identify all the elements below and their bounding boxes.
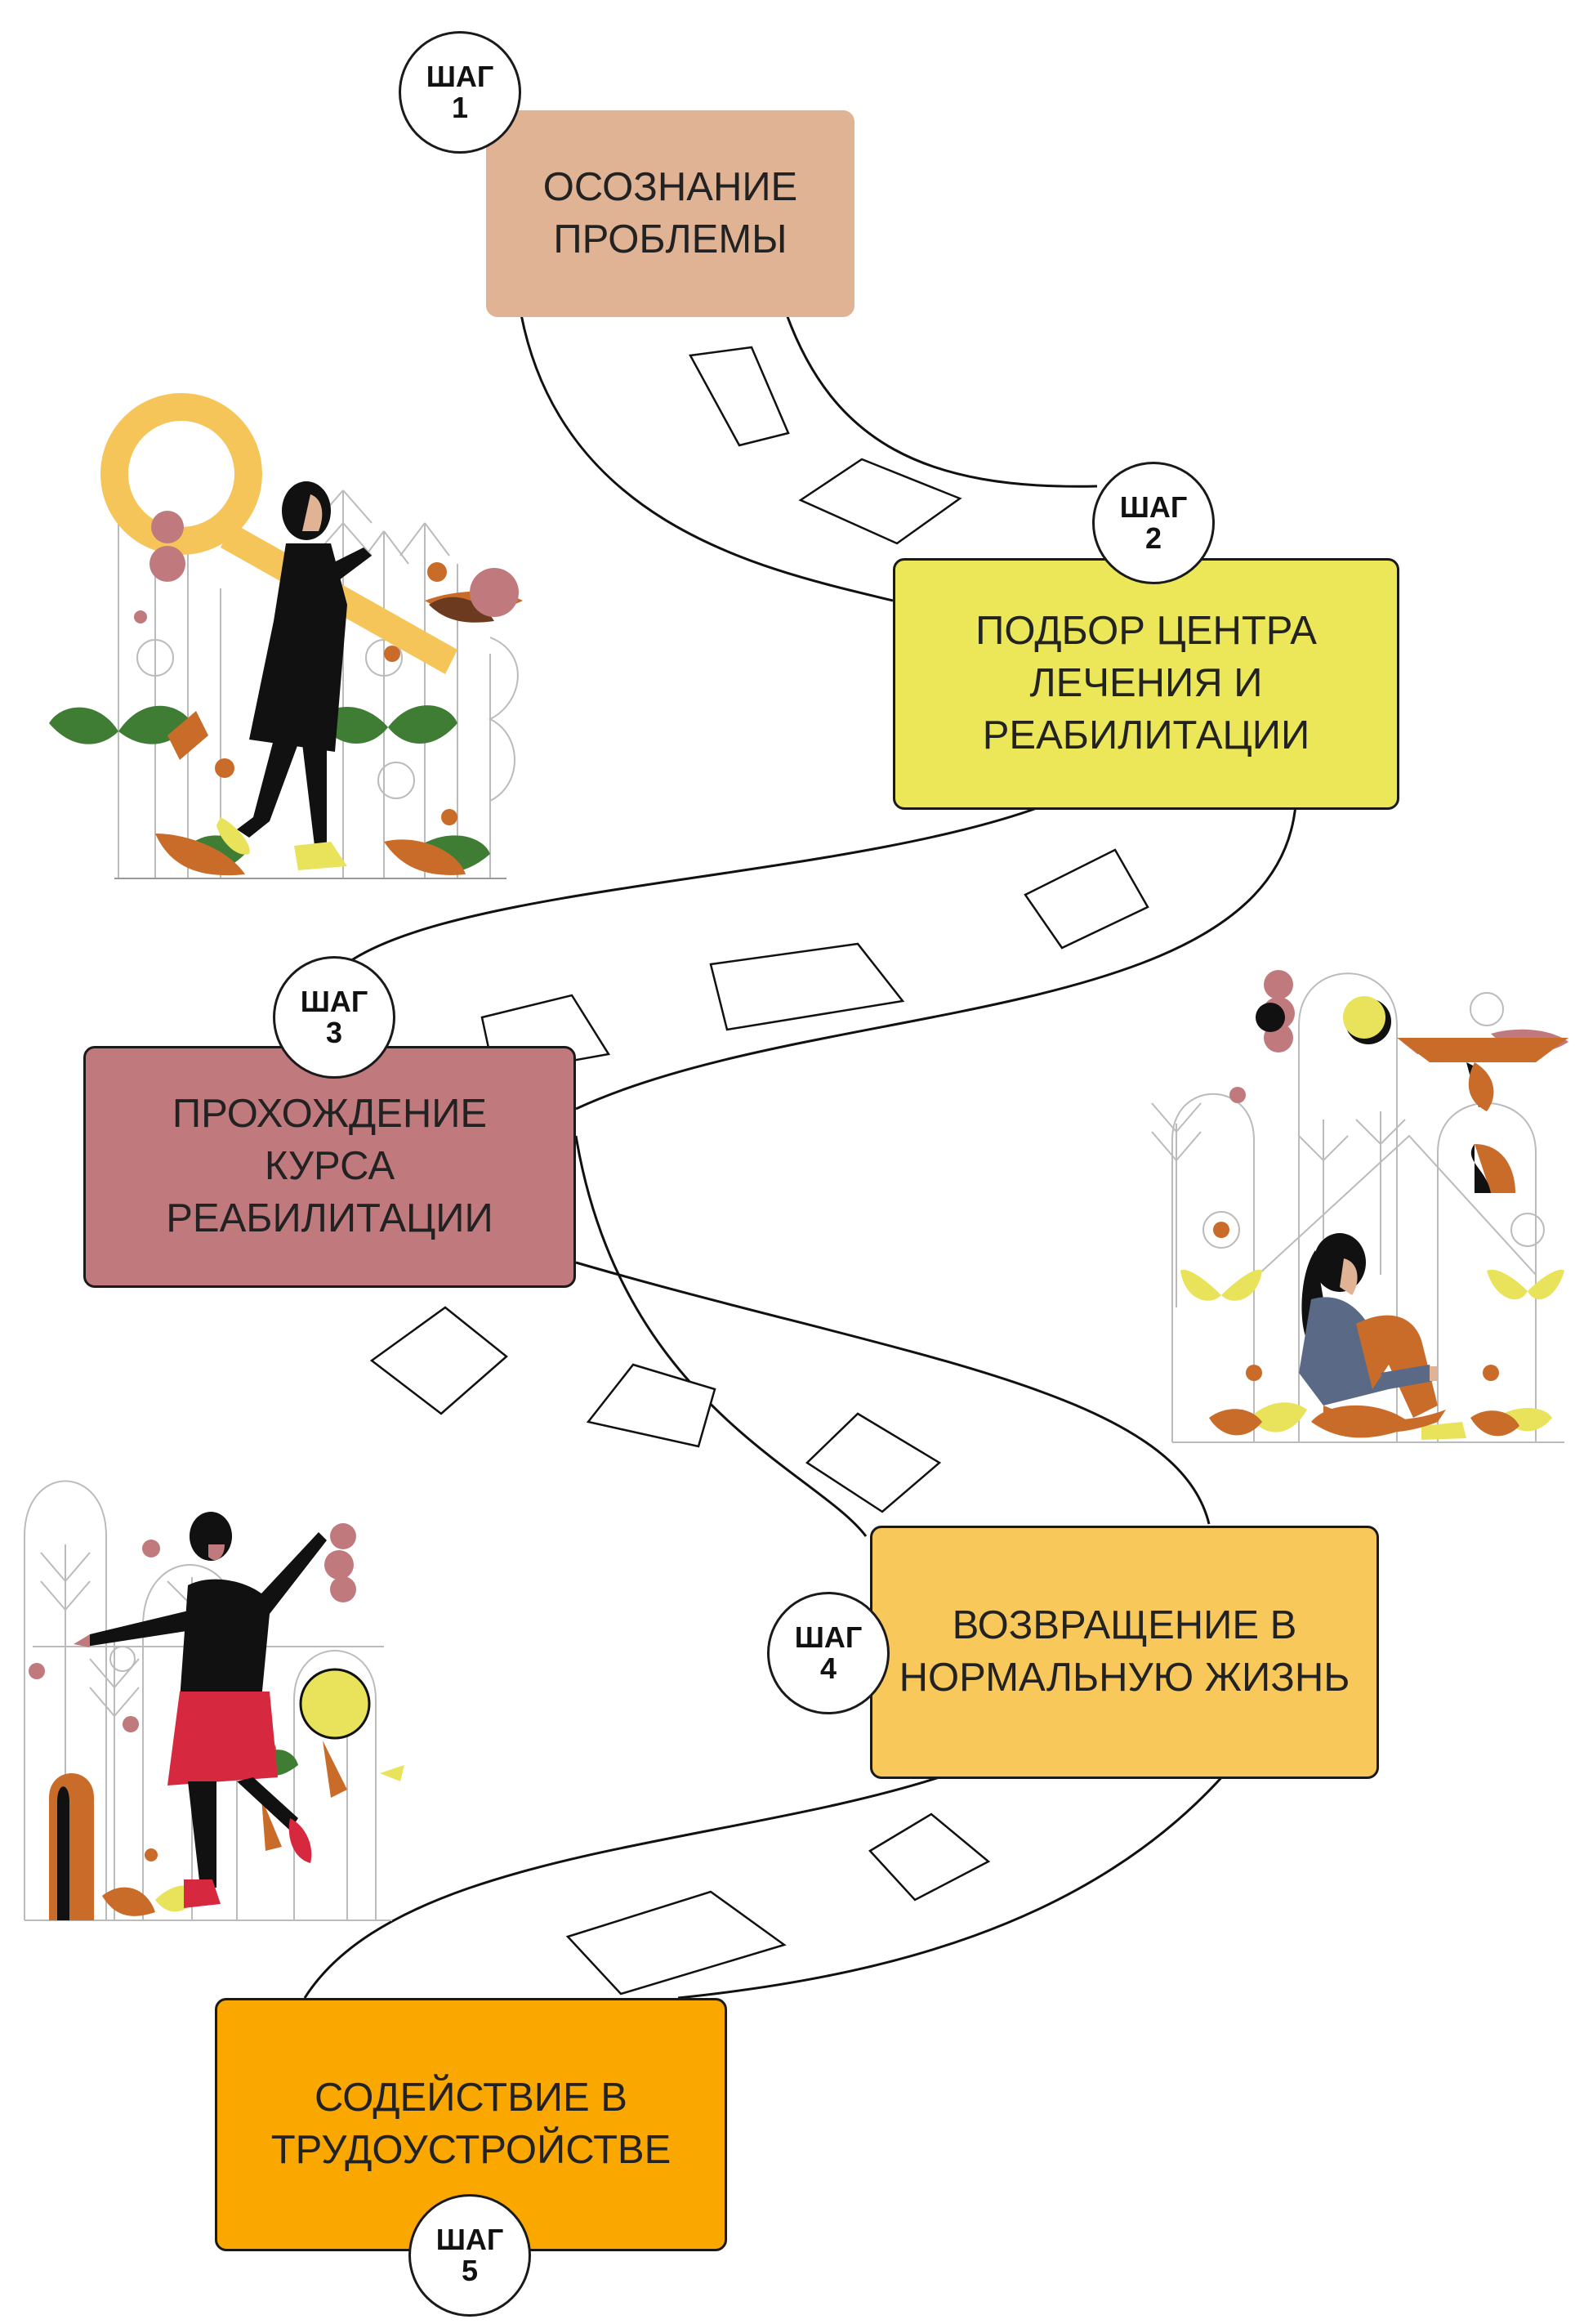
road-tile [1024, 848, 1149, 950]
illustration-woman-dancing [24, 1480, 404, 1921]
step-5-box: СОДЕЙСТВИЕ В ТРУДОУСТРОЙСТВЕ [215, 1998, 727, 2251]
step-5-badge-label: ШАГ [435, 2223, 504, 2257]
step-4-box: ВОЗВРАЩЕНИЕ В НОРМАЛЬНУЮ ЖИЗНЬ [870, 1526, 1379, 1779]
step-5-badge-number: 5 [461, 2254, 479, 2287]
step-5-title: СОДЕЙСТВИЕ В ТРУДОУСТРОЙСТВЕ [270, 2076, 671, 2172]
person-woman-key [216, 481, 372, 870]
road-tile [586, 1363, 716, 1448]
road-tile [805, 1412, 942, 1513]
step-2-badge-number: 2 [1144, 521, 1162, 555]
step-3-badge-label: ШАГ [300, 985, 368, 1019]
step-3-badge: ШАГ 3 [273, 956, 395, 1079]
step-2-title: ПОДБОР ЦЕНТРА ЛЕЧЕНИЯ И РЕАБИЛИТАЦИИ [975, 609, 1317, 758]
step-1-title: ОСОЗНАНИЕ ПРОБЛЕМЫ [542, 164, 798, 261]
step-1-box: ОСОЗНАНИЕ ПРОБЛЕМЫ [486, 110, 854, 317]
step-4-badge-label: ШАГ [794, 1620, 863, 1655]
illustration-woman-with-key [49, 393, 523, 879]
step-2-box: ПОДБОР ЦЕНТРА ЛЕЧЕНИЯ И РЕАБИЛИТАЦИИ [893, 558, 1399, 810]
road-tile [689, 346, 790, 447]
step-1-badge: ШАГ 1 [399, 31, 521, 154]
step-4-badge: ШАГ 4 [767, 1592, 890, 1714]
step-1-badge-number: 1 [451, 91, 469, 124]
road-tile [709, 942, 905, 1031]
step-5-badge: ШАГ 5 [408, 2194, 531, 2317]
step-3-title: ПРОХОЖДЕНИЕ КУРСА РЕАБИЛИТАЦИИ [166, 1092, 493, 1240]
road-tile [565, 1890, 787, 1996]
road-tile [369, 1306, 508, 1415]
road-tile [868, 1812, 991, 1902]
road-left-edge [303, 314, 1046, 1999]
step-1-badge-label: ШАГ [426, 60, 494, 94]
winding-road [303, 314, 1297, 2000]
person-woman-sitting [1299, 1233, 1446, 1433]
illustration-woman-in-house [1151, 970, 1568, 1443]
step-4-badge-number: 4 [819, 1651, 837, 1685]
step-2-badge-label: ШАГ [1119, 490, 1188, 525]
step-4-title: ВОЗВРАЩЕНИЕ В НОРМАЛЬНУЮ ЖИЗНЬ [899, 1603, 1350, 1700]
road-tile [798, 458, 962, 545]
step-3-badge-number: 3 [325, 1016, 343, 1049]
step-2-badge: ШАГ 2 [1092, 462, 1215, 584]
road-right-edge [575, 314, 1297, 2000]
person-woman-dancing [74, 1512, 327, 1908]
step-3-box: ПРОХОЖДЕНИЕ КУРСА РЕАБИЛИТАЦИИ [83, 1046, 576, 1288]
